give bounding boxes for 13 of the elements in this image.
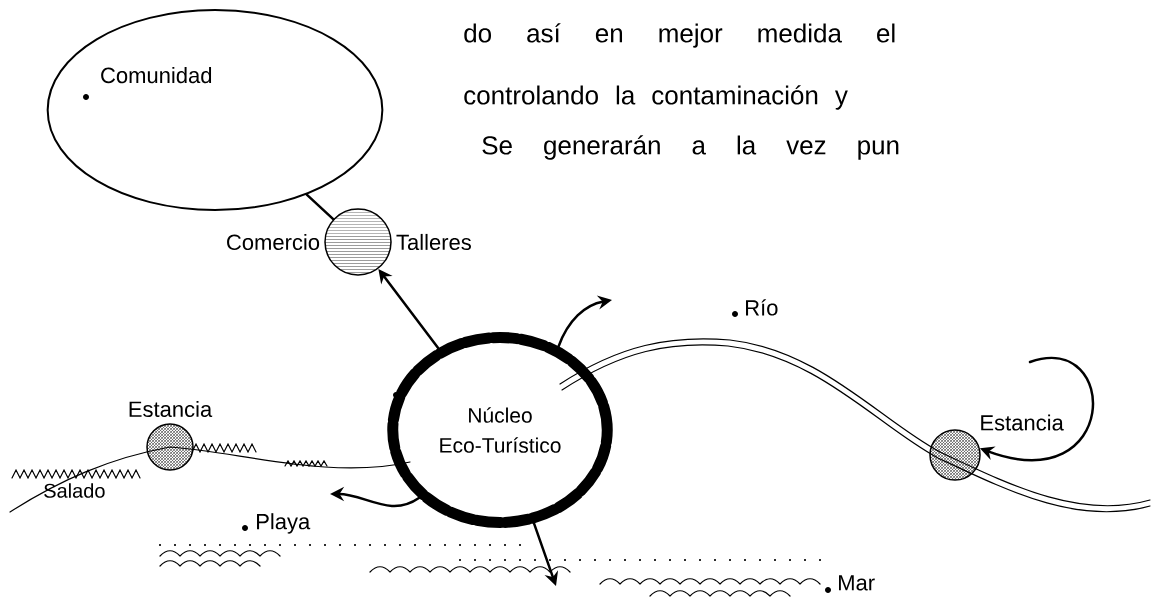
ring: Núcleo Eco-Turístico — [387, 332, 613, 528]
node-label: Estancia — [129, 400, 213, 418]
node-label: Talleres — [396, 233, 471, 251]
community-blob: Comunidad — [46, 9, 384, 211]
place-label: Río — [746, 299, 778, 316]
paragraph-line: do así en mejor medida el — [464, 23, 895, 48]
place-label: Salado — [44, 483, 105, 498]
paragraph-line: controlando la contaminación y — [464, 85, 848, 110]
place-label: Playa — [257, 513, 311, 534]
paragraph-line: Se generarán a la vez pun — [482, 135, 899, 160]
node-label: Estancia — [981, 414, 1064, 431]
place-label: Mar — [839, 575, 875, 591]
node-label: Comercio — [227, 233, 320, 251]
